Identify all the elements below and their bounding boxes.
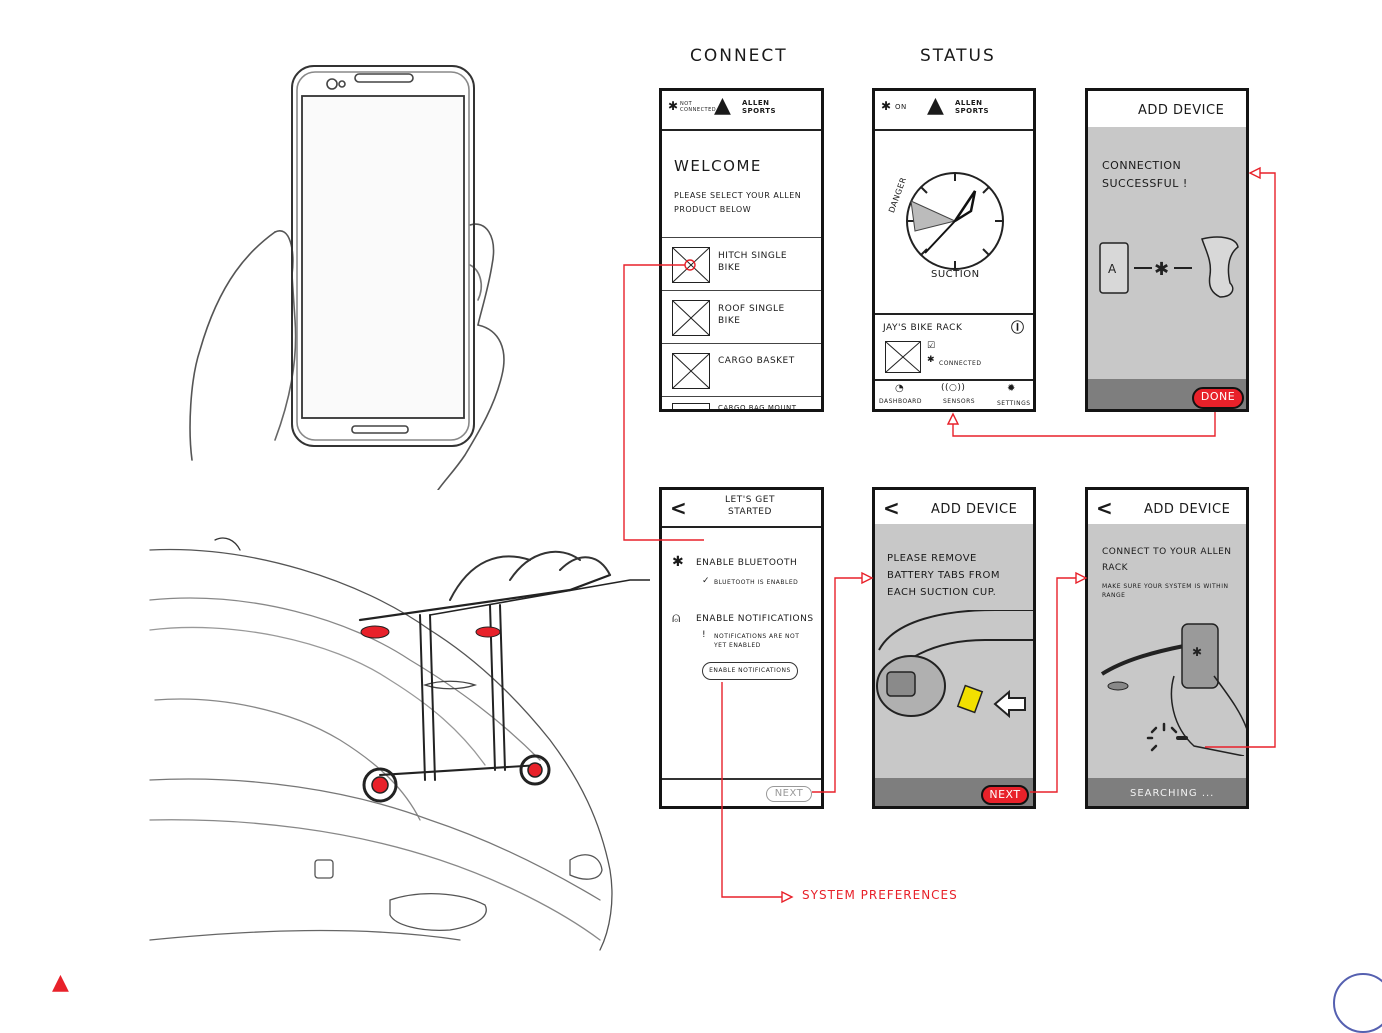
gauge-label: SUCTION bbox=[931, 269, 980, 280]
bluetooth-icon: ✱ bbox=[881, 99, 892, 113]
connected-label: CONNECTED bbox=[939, 360, 982, 367]
bluetooth-label[interactable]: ENABLE BLUETOOTH bbox=[696, 558, 798, 568]
svg-text:A: A bbox=[1108, 262, 1117, 276]
device-pairing-icon: A ✱ bbox=[1099, 236, 1239, 298]
searching-status: SEARCHING ... bbox=[1130, 788, 1215, 799]
allen-logo-icon: ▲ bbox=[714, 93, 732, 118]
product-item-cargo-bag[interactable]: CARGO BAG MOUNT bbox=[662, 397, 821, 412]
get-started-screen: < LET'S GET STARTED ✱ ENABLE BLUETOOTH ✓… bbox=[659, 487, 824, 809]
remove-tabs-screen: < ADD DEVICE PLEASE REMOVE BATTERY TABS … bbox=[872, 487, 1036, 809]
product-label: HITCH SINGLE BIKE bbox=[718, 251, 788, 273]
bt-status: NOT CONNECTED bbox=[680, 101, 717, 113]
phone-in-hand-illustration bbox=[189, 65, 505, 490]
notifications-label[interactable]: ENABLE NOTIFICATIONS bbox=[696, 614, 814, 624]
connect-rack-message: CONNECT TO YOUR ALLEN RACK bbox=[1102, 547, 1232, 573]
car-with-bike-rack-illustration bbox=[149, 537, 650, 951]
bluetooth-icon: ✱ bbox=[668, 99, 679, 113]
success-screen: ADD DEVICE CONNECTION SUCCESSFUL ! A ✱ D… bbox=[1085, 88, 1249, 412]
remove-tabs-message: PLEASE REMOVE BATTERY TABS FROM EACH SUC… bbox=[887, 553, 1000, 598]
done-button[interactable]: DONE bbox=[1192, 387, 1244, 409]
suction-gauge bbox=[906, 172, 1004, 270]
welcome-screen: ✱ NOT CONNECTED ▲ ALLEN SPORTS WELCOME P… bbox=[659, 88, 824, 412]
status-header bbox=[875, 91, 1033, 131]
bluetooth-icon: ✱ bbox=[672, 554, 685, 570]
product-item-cargo-basket[interactable]: CARGO BASKET bbox=[662, 344, 821, 396]
connect-rack-sub: MAKE SURE YOUR SYSTEM IS WITHIN RANGE bbox=[1102, 583, 1229, 599]
tab-sensors[interactable]: ((○)) SENSORS bbox=[931, 381, 983, 409]
get-started-header bbox=[662, 490, 821, 528]
product-label: ROOF SINGLE BIKE bbox=[718, 304, 785, 326]
remove-tabs-content bbox=[875, 524, 1033, 778]
product-image-placeholder bbox=[672, 300, 710, 336]
svg-text:✱: ✱ bbox=[1192, 645, 1203, 659]
allen-logo-icon: ▲ bbox=[927, 93, 945, 118]
product-image-placeholder bbox=[672, 247, 710, 283]
product-item-hitch[interactable]: HITCH SINGLE BIKE bbox=[662, 238, 821, 290]
get-started-title: LET'S GET STARTED bbox=[725, 495, 775, 517]
tab-dashboard[interactable]: ◔ DASHBOARD bbox=[875, 381, 927, 409]
product-image-placeholder bbox=[672, 403, 710, 409]
connect-rack-title: ADD DEVICE bbox=[1144, 502, 1231, 517]
info-icon[interactable]: ⓘ bbox=[1011, 321, 1025, 336]
product-label: CARGO BASKET bbox=[718, 356, 795, 366]
product-item-roof[interactable]: ROOF SINGLE BIKE bbox=[662, 291, 821, 343]
tab-label: SETTINGS bbox=[997, 400, 1031, 407]
welcome-prompt: PLEASE SELECT YOUR ALLEN PRODUCT BELOW bbox=[674, 191, 802, 214]
check-circle-icon: ✓ bbox=[702, 576, 711, 586]
enable-notifications-button[interactable]: ENABLE NOTIFICATIONS bbox=[702, 662, 798, 680]
welcome-title: WELCOME bbox=[674, 157, 762, 175]
back-arrow-icon[interactable]: < bbox=[883, 496, 901, 520]
next-button[interactable]: NEXT bbox=[981, 785, 1029, 805]
welcome-header bbox=[662, 91, 821, 131]
connect-rack-screen: < ADD DEVICE CONNECT TO YOUR ALLEN RACK … bbox=[1085, 487, 1249, 809]
heading-connect: CONNECT bbox=[690, 46, 788, 66]
bt-status: ON bbox=[895, 103, 907, 111]
rack-name: JAY'S BIKE RACK bbox=[883, 323, 963, 333]
system-preferences-label: SYSTEM PREFERENCES bbox=[802, 888, 958, 902]
product-label: CARGO BAG MOUNT bbox=[718, 404, 797, 412]
notifications-sub: NOTIFICATIONS ARE NOT YET ENABLED bbox=[714, 633, 800, 649]
bell-icon: ⍝ bbox=[672, 610, 681, 626]
status-screen: ✱ ON ▲ ALLEN SPORTS DANGER SUCTION JAY'S… bbox=[872, 88, 1036, 412]
next-button[interactable]: NEXT bbox=[766, 786, 812, 802]
svg-text:✱: ✱ bbox=[1154, 259, 1170, 280]
success-message: CONNECTION SUCCESSFUL ! bbox=[1102, 159, 1188, 190]
sensors-icon: ((○)) bbox=[941, 383, 966, 393]
connect-rack-footer bbox=[1088, 778, 1246, 806]
brand-name: ALLEN SPORTS bbox=[955, 99, 990, 115]
allen-logo-icon: ▲ bbox=[52, 970, 69, 995]
brand-name: ALLEN SPORTS bbox=[742, 99, 777, 115]
checked-icon: ☑ bbox=[927, 341, 936, 351]
alert-icon: ! bbox=[702, 630, 707, 640]
tab-label: SENSORS bbox=[943, 398, 976, 405]
rack-image-placeholder bbox=[885, 341, 921, 373]
product-image-placeholder bbox=[672, 353, 710, 389]
page-circle-icon bbox=[1333, 973, 1382, 1033]
heading-status: STATUS bbox=[920, 46, 996, 66]
back-arrow-icon[interactable]: < bbox=[1096, 496, 1114, 520]
tab-settings[interactable]: ✹ SETTINGS bbox=[987, 381, 1033, 409]
gear-icon: ✹ bbox=[1007, 383, 1016, 394]
dashboard-icon: ◔ bbox=[895, 383, 905, 394]
phone-and-rack-illustration: ✱ bbox=[1100, 623, 1246, 756]
tab-label: DASHBOARD bbox=[879, 398, 922, 405]
back-arrow-icon[interactable]: < bbox=[670, 496, 688, 520]
bluetooth-icon: ✱ bbox=[927, 355, 936, 365]
suction-cup-illustration bbox=[876, 610, 1033, 719]
success-title: ADD DEVICE bbox=[1138, 103, 1225, 118]
remove-tabs-title: ADD DEVICE bbox=[931, 502, 1018, 517]
bluetooth-sub: BLUETOOTH IS ENABLED bbox=[714, 579, 799, 586]
